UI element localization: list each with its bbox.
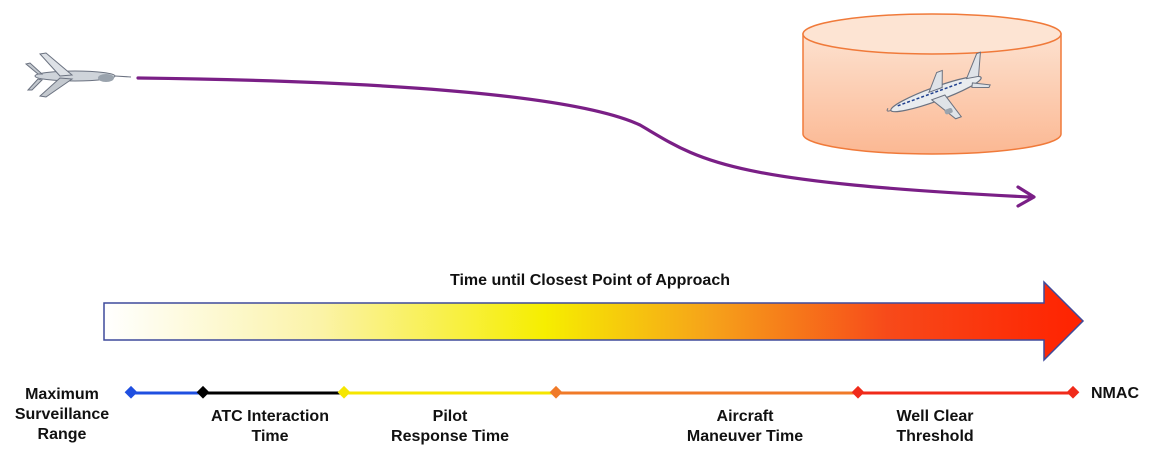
- marker-pilot: [337, 385, 351, 399]
- intruder-trajectory: [136, 76, 1036, 208]
- label-well-clear: Well Clear Threshold: [896, 408, 974, 445]
- label-nmac: NMAC: [1091, 385, 1139, 402]
- marker-nmac: [1066, 385, 1080, 399]
- drone-icon: [24, 52, 132, 98]
- marker-well-clear: [851, 385, 865, 399]
- airliner-icon: [886, 51, 991, 120]
- marker-atc: [196, 385, 210, 399]
- timeline: [124, 385, 1080, 399]
- time-arrow: [103, 280, 1085, 362]
- label-pilot: Pilot Response Time: [391, 408, 509, 445]
- label-maneuver: Aircraft Maneuver Time: [686, 408, 804, 445]
- marker-max-range: [124, 385, 138, 399]
- label-max-range: Maximum Surveillance Range: [14, 386, 110, 443]
- marker-maneuver: [549, 385, 563, 399]
- trajectory-arrowhead: [1016, 185, 1036, 208]
- arrow-title: Time until Closest Point of Approach: [449, 272, 730, 289]
- label-atc: ATC Interaction Time: [211, 408, 329, 445]
